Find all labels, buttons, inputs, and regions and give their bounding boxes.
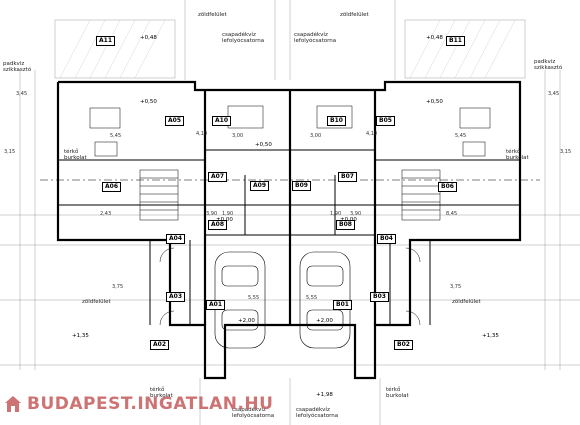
elevation-mark: +0,48 <box>426 35 443 41</box>
room-tag-a10: A10 <box>212 116 231 126</box>
room-tag-b10: B10 <box>327 116 346 126</box>
paving-label: térkő burkolat <box>150 387 173 399</box>
room-tag-a04: A04 <box>166 234 185 244</box>
green-area-label: zöldfelület <box>340 12 369 18</box>
elevation-mark: +0,48 <box>140 35 157 41</box>
gutter-label: csapadékvíz lefolyócsatorna <box>294 32 337 44</box>
dimension-label: 5,55 <box>306 295 318 301</box>
dimension-label: 4,10 <box>196 131 208 137</box>
paving-label: térkő burkolat <box>506 149 529 161</box>
house-icon <box>5 396 21 412</box>
watermark-text: BUDAPEST.INGATLAN.HU <box>27 394 274 414</box>
elevation-mark: +0,50 <box>140 99 157 105</box>
dimension-label: 3,90 <box>350 211 362 217</box>
dimension-label: 5,45 <box>455 133 467 139</box>
room-tag-b01: B01 <box>333 300 352 310</box>
room-tag-a05: A05 <box>165 116 184 126</box>
elevation-mark: ±0,00 <box>216 217 233 223</box>
elevation-mark: +2,00 <box>238 318 255 324</box>
watermark: BUDAPEST.INGATLAN.HU <box>4 392 273 416</box>
dimension-label: 3,15 <box>560 149 572 155</box>
elevation-mark: +1,35 <box>72 333 89 339</box>
room-tag-b11: B11 <box>446 36 465 46</box>
dimension-label: 5,45 <box>110 133 122 139</box>
dimension-label: 3,00 <box>310 133 322 139</box>
room-tag-b07: B07 <box>338 172 357 182</box>
room-tag-a07: A07 <box>208 172 227 182</box>
elevation-mark: +1,98 <box>316 392 333 398</box>
room-tag-b03: B03 <box>370 292 389 302</box>
dimension-label: 5,55 <box>248 295 260 301</box>
elevation-mark: +0,50 <box>255 142 272 148</box>
room-tag-a09: A09 <box>250 181 269 191</box>
dimension-label: 4,10 <box>366 131 378 137</box>
dimension-label: 3,75 <box>112 284 124 290</box>
room-tag-a08: A08 <box>208 220 227 230</box>
elevation-mark: +1,35 <box>482 333 499 339</box>
gutter-label: csapadékvíz lefolyócsatorna <box>296 407 339 419</box>
drain-label: padkviz szikkasztó <box>534 59 563 71</box>
gutter-label: csapadékvíz lefolyócsatorna <box>222 32 265 44</box>
elevation-mark: ±0,00 <box>340 217 357 223</box>
dimension-label: 3,75 <box>450 284 462 290</box>
room-tag-b06: B06 <box>438 182 457 192</box>
paving-label: térkő burkolat <box>386 387 409 399</box>
green-area-label: zöldfelület <box>452 299 481 305</box>
drain-label: padkviz szikkasztó <box>3 61 32 73</box>
room-tag-b05: B05 <box>376 116 395 126</box>
room-tag-a01: A01 <box>206 300 225 310</box>
dimension-label: 3,45 <box>16 91 28 97</box>
elevation-mark: +0,50 <box>426 99 443 105</box>
dimension-label: 3,15 <box>4 149 16 155</box>
dimension-label: 2,43 <box>100 211 112 217</box>
room-tag-a02: A02 <box>150 340 169 350</box>
dimension-label: 3,00 <box>232 133 244 139</box>
room-tag-a03: A03 <box>166 292 185 302</box>
dimension-label: 3,90 <box>206 211 218 217</box>
room-tag-a11: A11 <box>96 36 115 46</box>
room-tag-b02: B02 <box>394 340 413 350</box>
green-area-label: zöldfelület <box>198 12 227 18</box>
gutter-label: csapadékvíz lefolyócsatorna <box>232 407 275 419</box>
room-tag-b08: B08 <box>336 220 355 230</box>
room-tag-b04: B04 <box>377 234 396 244</box>
dimension-label: 1,90 <box>222 211 234 217</box>
green-area-label: zöldfelület <box>82 299 111 305</box>
elevation-mark: +2,00 <box>316 318 333 324</box>
paving-label: térkő burkolat <box>64 149 87 161</box>
dimension-label: 1,90 <box>330 211 342 217</box>
dimension-label: 8,45 <box>446 211 458 217</box>
room-tag-b09: B09 <box>292 181 311 191</box>
dimension-label: 3,45 <box>548 91 560 97</box>
room-tag-a06: A06 <box>102 182 121 192</box>
